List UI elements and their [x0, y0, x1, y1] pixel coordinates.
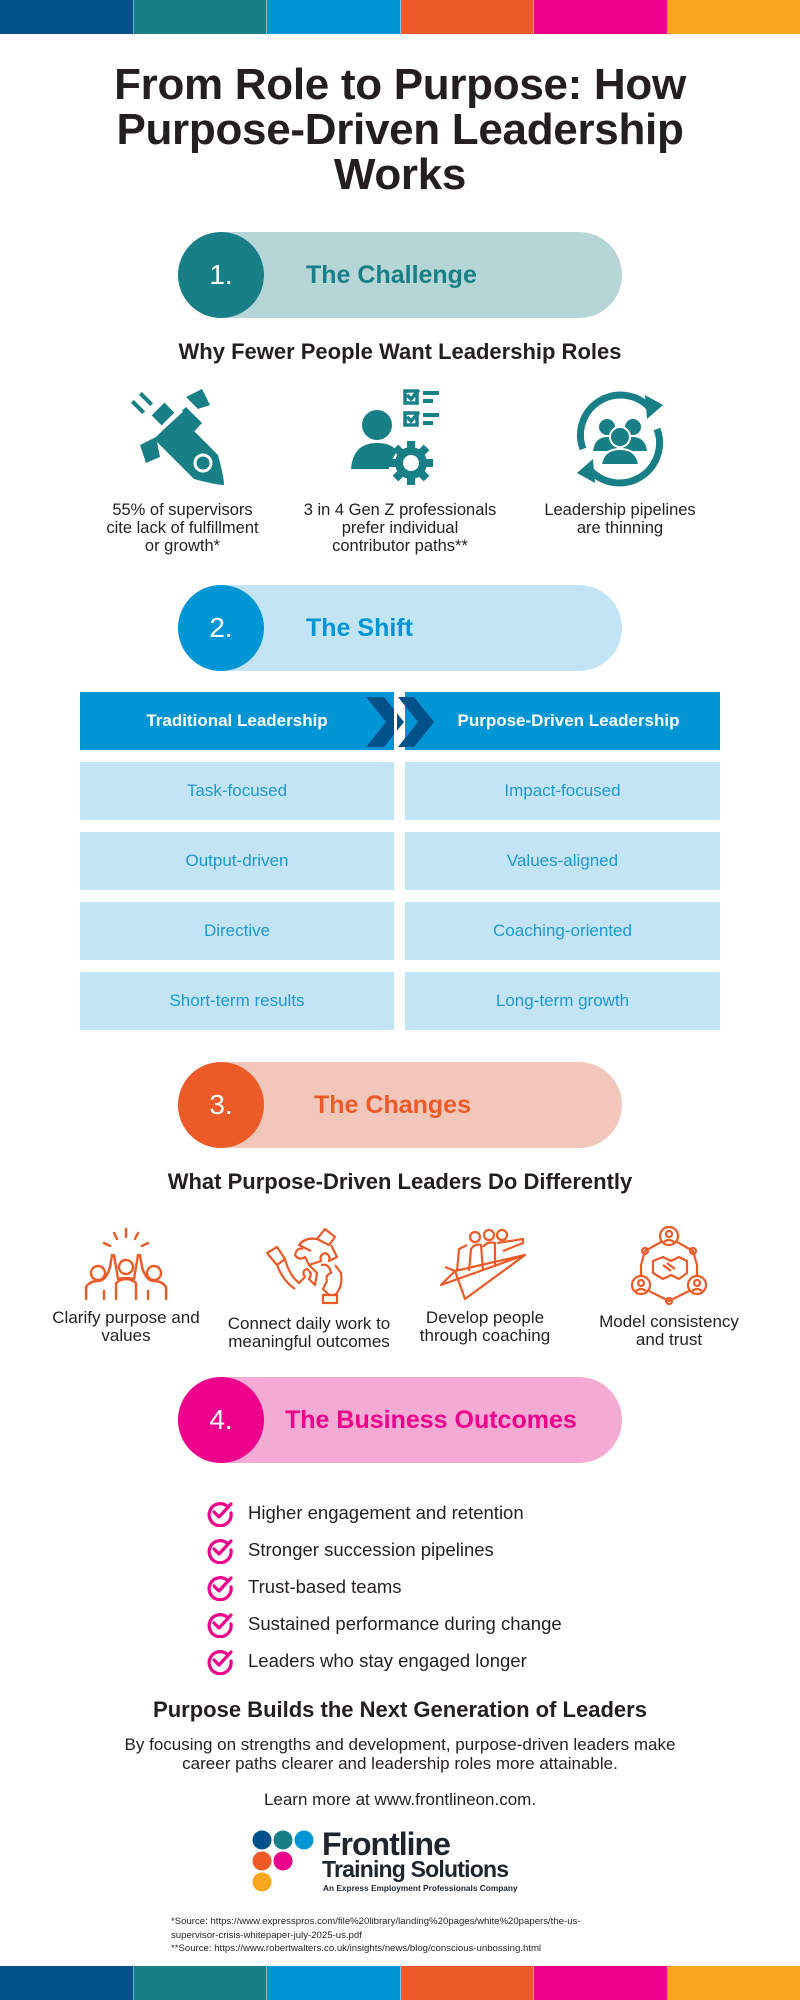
- stat-gen-z-caption: 3 in 4 Gen Z professionals prefer indivi…: [303, 501, 497, 555]
- section-3-header: 3. The Changes: [178, 1062, 622, 1148]
- title-line-3: Works: [333, 150, 467, 199]
- team-cycle-icon: [577, 391, 663, 487]
- section-1-title: The Challenge: [306, 260, 477, 289]
- outcome-item: Trust-based teams: [206, 1568, 562, 1605]
- traditional-row-3: Directive: [80, 902, 394, 960]
- learn-more-link[interactable]: Learn more at www.frontlineon.com.: [263, 1790, 537, 1809]
- color-swatch-teal: [133, 0, 267, 34]
- color-swatch-navy: [0, 1966, 134, 2000]
- title-line-2: Purpose-Driven Leadership: [116, 105, 684, 154]
- section-4-header: 4. The Business Outcomes: [178, 1377, 622, 1463]
- color-swatch-blue: [267, 1966, 401, 2000]
- closing-text: By focusing on strengths and development…: [124, 1735, 676, 1773]
- action-model-trust-caption: Model consistency and trust: [599, 1312, 739, 1349]
- section-1-header: 1. The Challenge: [178, 232, 622, 318]
- action-clarify-purpose-caption: Clarify purpose and values: [52, 1308, 200, 1345]
- check-circle-icon: [207, 1575, 233, 1601]
- action-connect-work: Connect daily work to meaningful outcome…: [219, 1225, 399, 1351]
- outcome-item: Sustained performance during change: [206, 1605, 562, 1642]
- section-1-number: 1.: [178, 232, 264, 318]
- action-connect-work-caption: Connect daily work to meaningful outcome…: [227, 1314, 391, 1351]
- person-checklist-gear-icon: [351, 388, 439, 485]
- section-4-title: The Business Outcomes: [285, 1405, 577, 1434]
- color-swatch-navy: [0, 0, 134, 34]
- check-circle-icon: [207, 1501, 233, 1527]
- purpose-row-1: Impact-focused: [405, 762, 720, 820]
- puzzle-hands-icon: [265, 1227, 343, 1305]
- logo-name-line-1: Frontline: [322, 1826, 451, 1862]
- stat-pipelines: Leadership pipelines are thinning: [515, 385, 725, 537]
- section-4-number: 4.: [178, 1377, 264, 1463]
- stat-supervisors: 55% of supervisors cite lack of fulfillm…: [80, 385, 285, 555]
- color-swatch-blue: [267, 0, 401, 34]
- source-1-cont[interactable]: supervisor-crisis-whitepaper-july-2025-u…: [171, 1929, 362, 1941]
- color-swatch-orange: [400, 0, 534, 34]
- source-1[interactable]: *Source: https://www.expresspros.com/fil…: [171, 1916, 581, 1927]
- frontline-logo: Frontline Training Solutions An Express …: [252, 1826, 552, 1900]
- color-swatch-gold: [667, 1966, 800, 2000]
- section-2-header: 2. The Shift: [178, 585, 622, 671]
- purpose-row-3: Coaching-oriented: [405, 902, 720, 960]
- check-circle-icon: [207, 1649, 233, 1675]
- section-3-title: The Changes: [314, 1090, 471, 1119]
- color-swatch-magenta: [534, 1966, 668, 2000]
- outcomes-list: Higher engagement and retention Stronger…: [206, 1494, 562, 1679]
- traditional-row-1: Task-focused: [80, 762, 394, 820]
- color-swatch-gold: [667, 0, 800, 34]
- action-clarify-purpose: Clarify purpose and values: [36, 1225, 216, 1345]
- paper-plane-team-icon: [439, 1228, 527, 1301]
- section-2-title: The Shift: [306, 613, 413, 642]
- traditional-leadership-header: Traditional Leadership: [80, 692, 394, 750]
- stat-pipelines-caption: Leadership pipelines are thinning: [544, 501, 696, 537]
- top-color-bar: [0, 0, 800, 34]
- color-swatch-teal: [133, 1966, 267, 2000]
- purpose-row-2: Values-aligned: [405, 832, 720, 890]
- section-2-number: 2.: [178, 585, 264, 671]
- bottom-color-bar: [0, 1966, 800, 2000]
- page-title: From Role to Purpose: How Purpose-Driven…: [0, 62, 800, 197]
- section-3-subtitle: What Purpose-Driven Leaders Do Different…: [167, 1169, 633, 1194]
- action-develop-people: Develop people through coaching: [395, 1225, 575, 1345]
- celebrating-team-icon: [84, 1227, 168, 1301]
- check-circle-icon: [207, 1612, 233, 1638]
- logo-tagline: An Express Employment Professionals Comp…: [323, 1883, 518, 1893]
- section-1-subtitle: Why Fewer People Want Leadership Roles: [178, 339, 622, 364]
- double-chevron-right-icon: [366, 697, 434, 747]
- logo-name-line-2: Training Solutions: [322, 1856, 509, 1882]
- handshake-network-icon: [630, 1225, 708, 1305]
- purpose-driven-leadership-header: Purpose-Driven Leadership: [405, 692, 720, 750]
- section-3-number: 3.: [178, 1062, 264, 1148]
- outcome-item: Leaders who stay engaged longer: [206, 1642, 562, 1679]
- footnote-sources: *Source: https://www.expresspros.com/fil…: [171, 1915, 641, 1956]
- traditional-row-2: Output-driven: [80, 832, 394, 890]
- color-swatch-magenta: [534, 0, 668, 34]
- stat-supervisors-caption: 55% of supervisors cite lack of fulfillm…: [106, 501, 259, 555]
- color-swatch-orange: [400, 1966, 534, 2000]
- logo-dots-icon: [252, 1830, 314, 1892]
- outcome-item: Stronger succession pipelines: [206, 1531, 562, 1568]
- outcome-item: Higher engagement and retention: [206, 1494, 562, 1531]
- purpose-row-4: Long-term growth: [405, 972, 720, 1030]
- closing-title: Purpose Builds the Next Generation of Le…: [153, 1697, 647, 1722]
- source-2[interactable]: **Source: https://www.robertwalters.co.u…: [171, 1943, 542, 1954]
- check-circle-icon: [207, 1538, 233, 1564]
- rocket-icon: [130, 389, 224, 485]
- stat-gen-z: 3 in 4 Gen Z professionals prefer indivi…: [295, 385, 505, 555]
- title-line-1: From Role to Purpose: How: [114, 60, 686, 109]
- action-model-trust: Model consistency and trust: [579, 1225, 759, 1349]
- action-develop-people-caption: Develop people through coaching: [419, 1308, 551, 1345]
- traditional-row-4: Short-term results: [80, 972, 394, 1030]
